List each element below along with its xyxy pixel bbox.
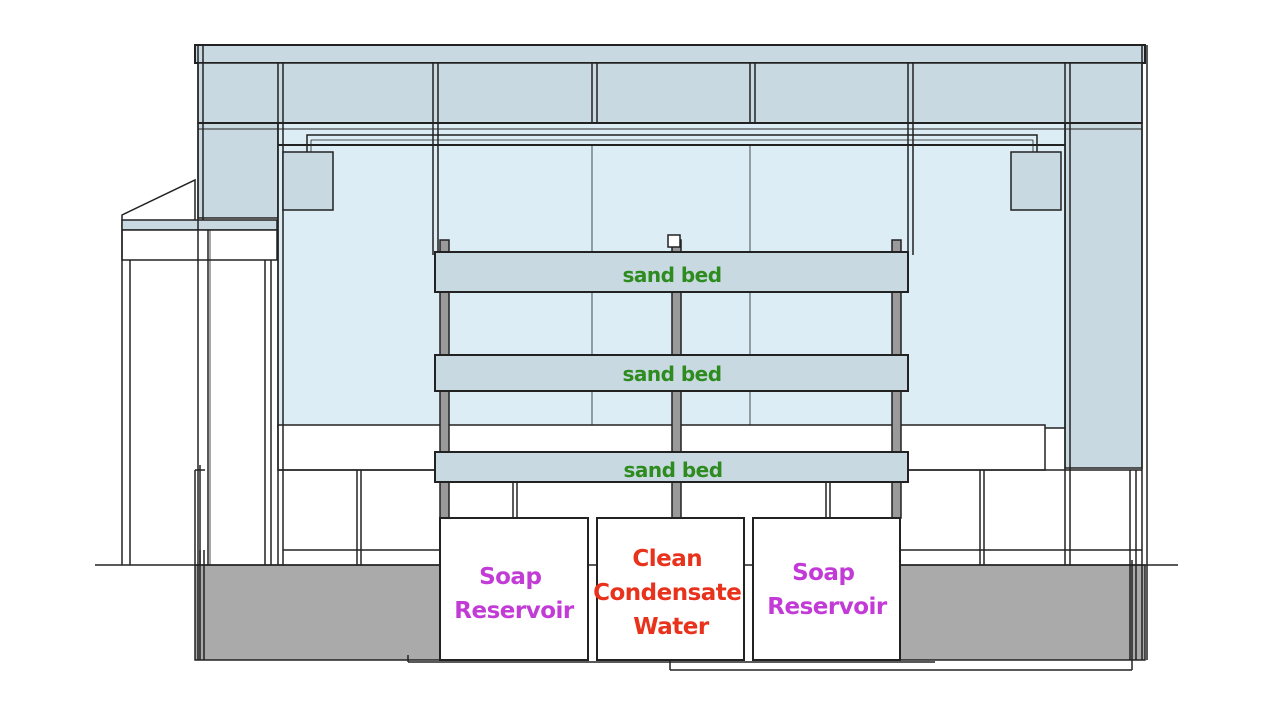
soap-reservoir-left-label: Soap Reservoir <box>454 564 575 624</box>
sand-bed-1: sand bed <box>434 251 909 293</box>
sand-bed-2-label: sand bed <box>622 362 721 386</box>
soap-reservoir-right: Soap Reservoir <box>752 517 901 661</box>
sand-bed-3-label: sand bed <box>623 458 722 482</box>
clean-condensate-water-tank: Clean Condensate Water <box>593 517 749 661</box>
sand-bed-2: sand bed <box>434 354 909 392</box>
soap-reservoir-right-label: Soap Reservoir <box>767 560 888 620</box>
soap-reservoir-left: Soap Reservoir <box>439 517 589 661</box>
sand-bed-1-label: sand bed <box>622 263 721 287</box>
ceiling-ducts <box>282 134 1062 211</box>
left-annex <box>121 178 278 660</box>
ground <box>95 560 1178 671</box>
sand-bed-3: sand bed <box>434 451 909 483</box>
structural-posts <box>197 45 1148 660</box>
clean-condensate-water-label: Clean Condensate Water <box>593 546 749 640</box>
